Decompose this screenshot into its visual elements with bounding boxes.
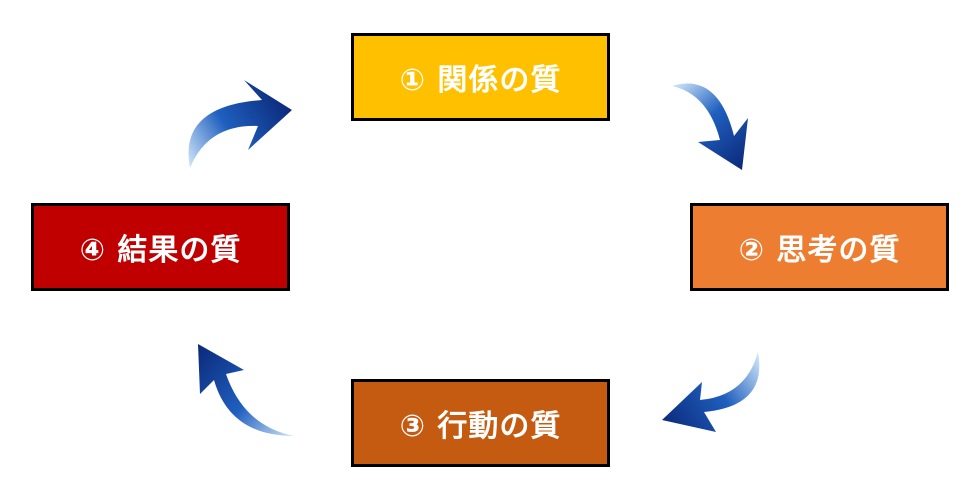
arrow-icon (662, 352, 760, 432)
arrow-icon (198, 344, 294, 436)
step-box-relationship-quality: ① 関係の質 (351, 33, 610, 121)
arrow-icon (672, 83, 748, 170)
arrow-icon (188, 80, 292, 168)
step-box-result-quality: ④ 結果の質 (31, 203, 290, 291)
step-box-thinking-quality: ② 思考の質 (690, 203, 949, 291)
step-box-action-quality: ③ 行動の質 (351, 379, 610, 467)
